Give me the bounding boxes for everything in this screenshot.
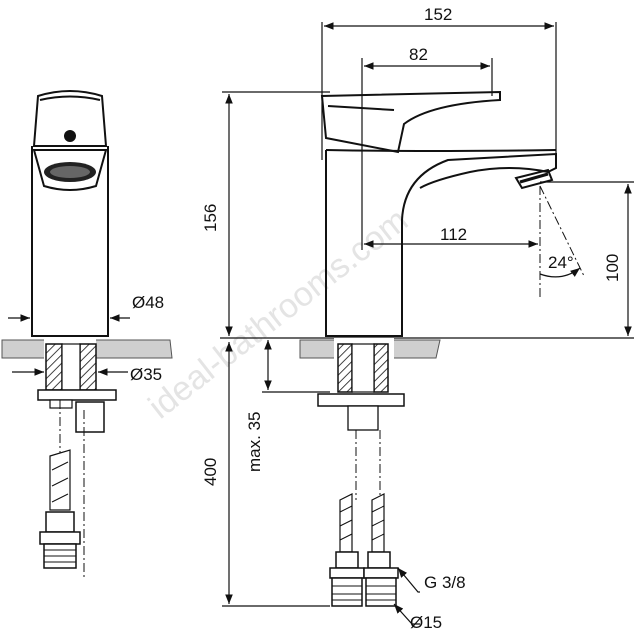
side-hose-fitting <box>39 511 81 569</box>
dim-height-total: 156 <box>201 204 220 232</box>
front-view: 152 82 156 100 112 24° <box>201 5 634 632</box>
dim-body-diameter: Ø48 <box>132 293 164 312</box>
side-handle-indicator <box>64 130 76 142</box>
dim-hose-length: 400 <box>201 458 220 486</box>
side-view: Ø48 Ø35 <box>1 90 173 580</box>
hose-left <box>329 493 365 607</box>
hose-right <box>363 493 399 607</box>
dim-max-deck: max. 35 <box>245 412 264 472</box>
dim-handle-offset: 82 <box>409 45 428 64</box>
front-handle <box>320 90 501 154</box>
dim-hole-diameter: Ø35 <box>130 365 162 384</box>
dim-width-total: 152 <box>424 5 452 24</box>
dim-hose-diameter: Ø15 <box>410 613 442 632</box>
dim-thread: G 3/8 <box>424 573 466 592</box>
side-body <box>31 146 109 337</box>
dim-spout-reach: 112 <box>440 225 467 244</box>
dim-spout-angle: 24° <box>548 253 574 272</box>
side-aerator <box>32 149 108 191</box>
side-handle <box>32 90 108 147</box>
dim-spout-height: 100 <box>603 254 622 282</box>
